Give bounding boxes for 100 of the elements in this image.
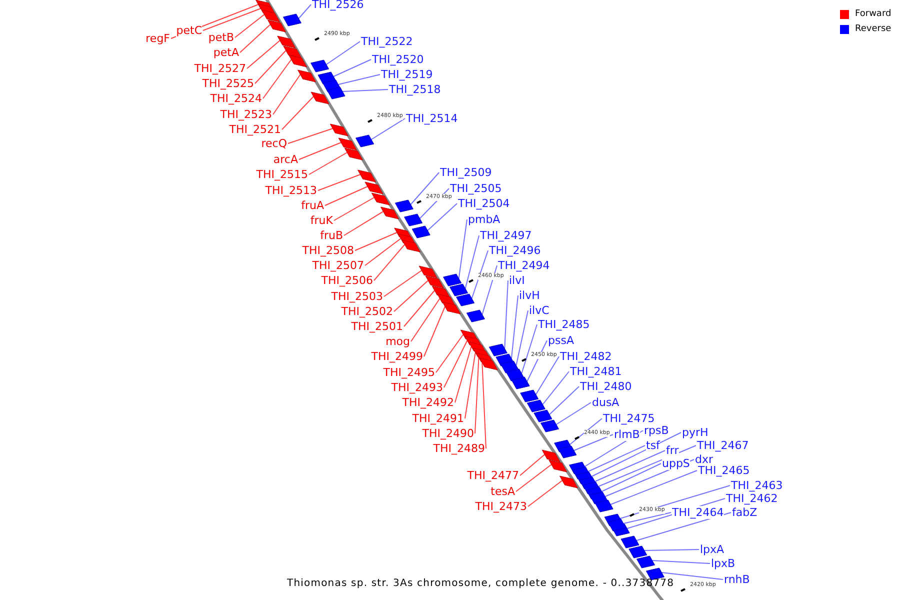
gene-label: frr [666,444,679,457]
leader-line [288,128,334,144]
gene-label: THI_2506 [321,274,373,287]
gene-block [608,518,626,532]
gene-label: THI_2520 [372,53,424,66]
gene-label: ilvI [509,274,525,287]
gene-label: THI_2462 [726,492,778,505]
leader-line [240,24,271,53]
gene-block [394,200,414,212]
leader-line [588,445,646,472]
gene-label: petB [208,31,234,44]
gene-label: rpsB [644,424,669,437]
leader-line [298,4,312,19]
gene-label: THI_2480 [580,380,632,393]
leader-line [610,470,698,505]
leader-line [342,89,388,92]
gene-label: rnhB [724,573,750,586]
gene-label: petA [213,46,239,59]
gene-label: dusA [592,396,620,409]
gene-label: THI_2524 [210,92,262,105]
gene-block [443,274,462,286]
gene-label: THI_2490 [422,427,474,440]
gene-block [326,86,346,100]
leader-line [404,290,436,327]
leader-line [482,265,498,315]
gene-block [540,420,559,432]
gene-label: THI_2521 [229,123,281,136]
gene-block [488,344,508,356]
gene-label: fruA [301,199,324,212]
leader-line [272,74,301,115]
gene-label: THI_2475 [603,412,655,425]
leader-line [471,250,488,299]
gene-label: tsf [646,439,660,452]
leader-line [344,211,384,236]
gene-label: lpxA [700,543,724,556]
leader-line [202,8,262,31]
gene-label: THI_2509 [440,166,492,179]
gene-block [456,294,475,306]
leader-line [661,572,724,580]
leader-line [318,174,361,191]
leader-line [326,41,360,65]
leader-line [254,50,286,84]
leader-line [308,152,348,175]
gene-label: THI_2503 [331,290,383,303]
gene-block [534,410,552,422]
gene-block [283,46,302,58]
leader-line [454,346,472,403]
gene-block [364,182,384,194]
gene-label: regF [146,32,170,45]
gene-label: THI_2494 [498,259,550,272]
leader-line [548,386,580,415]
gene-block [330,124,348,136]
gene-block [646,568,664,580]
gene-label: THI_2525 [202,77,254,90]
gene-label: THI_2497 [480,229,532,242]
legend-label: Reverse [855,24,892,35]
gene-block [636,556,655,568]
leader-line [458,219,468,279]
leader-line [504,280,508,349]
gene-block [542,450,560,462]
gene-label: fruK [310,214,333,227]
leader-line [234,14,265,38]
gene-label: THI_2523 [220,108,272,121]
leader-line [464,235,480,289]
gene-block [520,390,539,402]
gene-label: THI_2504 [458,197,510,210]
gene-block [277,36,296,48]
leader-line [528,480,563,507]
gene-label: pssA [548,334,574,347]
gene-label: rlmB [614,428,640,441]
leader-line [370,118,406,140]
gene-label: THI_2493 [391,381,443,394]
gene-label: THI_2489 [433,442,485,455]
leader-line [374,244,406,281]
leader-line [591,432,682,477]
leader-line [516,310,528,366]
gene-label: THI_2513 [265,184,317,197]
leader-line [622,512,672,524]
gene-block [298,70,316,82]
leader-line [333,59,372,77]
gene-label: THI_2526 [312,0,364,11]
gene-block [466,310,485,322]
gene-block [310,92,330,104]
gene-label: THI_2499 [371,350,423,363]
gene-block [402,240,420,252]
gene-block [425,276,444,288]
gene-label: THI_2495 [383,366,435,379]
gene-label: uppS [662,457,690,470]
gene-block [282,14,302,26]
gene-label: THI_2464 [672,506,724,519]
gene-label: ilvH [519,289,540,302]
gene-label: THI_2515 [256,168,308,181]
gene-label: pyrH [682,426,708,439]
leader-line [282,96,314,130]
leader-line [535,356,560,395]
gene-label: pmbA [468,213,500,226]
leader-line [298,142,342,160]
leader-line [526,340,548,382]
gene-block [418,266,438,278]
gene-block [380,206,399,220]
